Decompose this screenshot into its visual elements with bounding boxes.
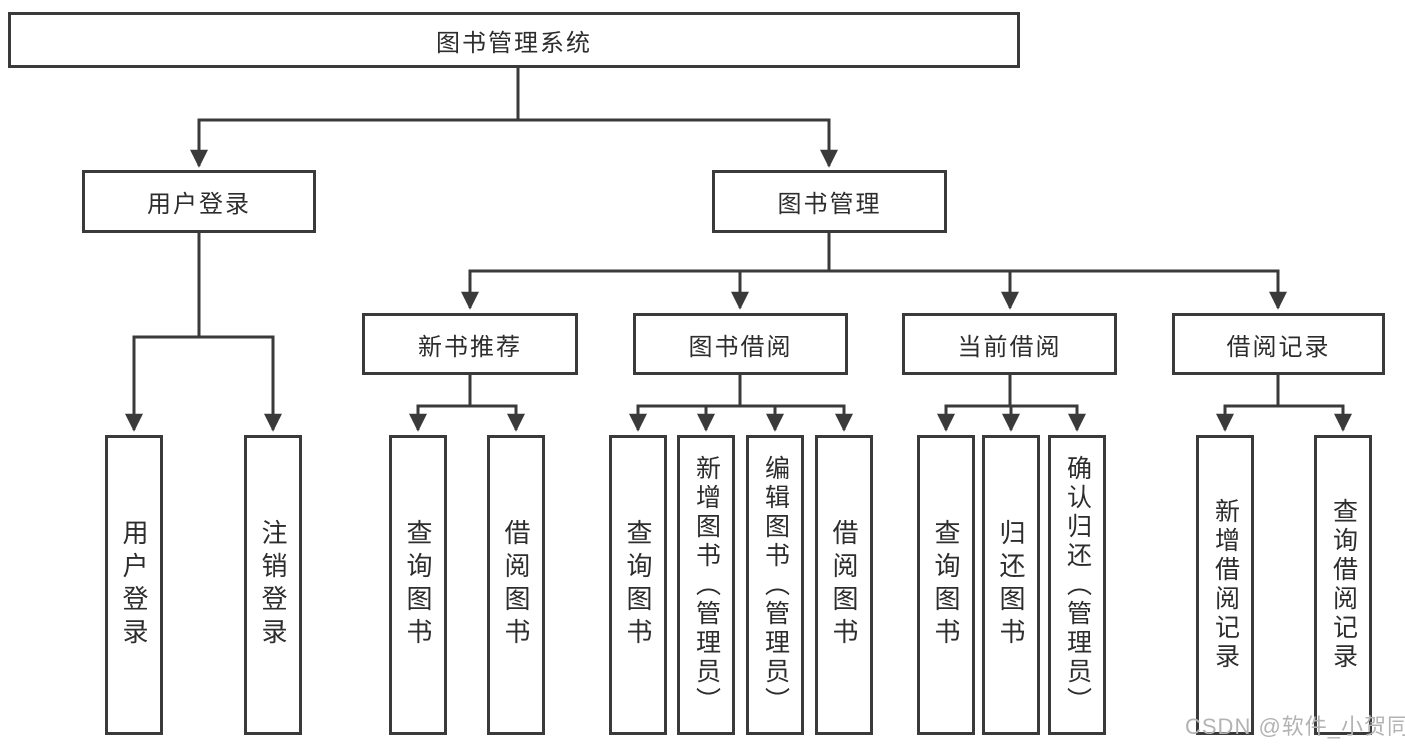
leaf-user-login: 用户登录	[105, 435, 163, 735]
leaf-logout: 注销登录	[244, 435, 302, 735]
leaf-return-books: 归还图书	[982, 435, 1040, 735]
leaf-query-borrow-record: 查询借阅记录	[1314, 435, 1372, 735]
leaf-add-books-admin: 新增图书（管理员）	[677, 435, 735, 735]
leaf-add-borrow-record: 新增借阅记录	[1196, 435, 1254, 735]
leaf-edit-books-admin: 编辑图书（管理员）	[746, 435, 804, 735]
csdn-watermark: CSDN @软件_小贺同学	[1185, 714, 1405, 739]
leaf-borrow-books-recommend: 借阅图书	[487, 435, 545, 735]
leaf-query-books-borrowing: 查询图书	[609, 435, 667, 735]
leaf-confirm-return-admin: 确认归还（管理员）	[1048, 435, 1106, 735]
leaf-query-books-current: 查询图书	[917, 435, 975, 735]
node-library-management-system: 图书管理系统	[8, 12, 1020, 68]
node-new-book-recommendation: 新书推荐	[362, 313, 578, 375]
node-borrowing-records: 借阅记录	[1172, 313, 1385, 375]
leaf-borrow-books-borrowing: 借阅图书	[815, 435, 873, 735]
node-book-management: 图书管理	[712, 170, 947, 233]
leaf-query-books-recommend: 查询图书	[389, 435, 447, 735]
node-current-borrowing: 当前借阅	[902, 313, 1117, 375]
node-user-login: 用户登录	[82, 170, 316, 233]
node-book-borrowing: 图书借阅	[633, 313, 848, 375]
